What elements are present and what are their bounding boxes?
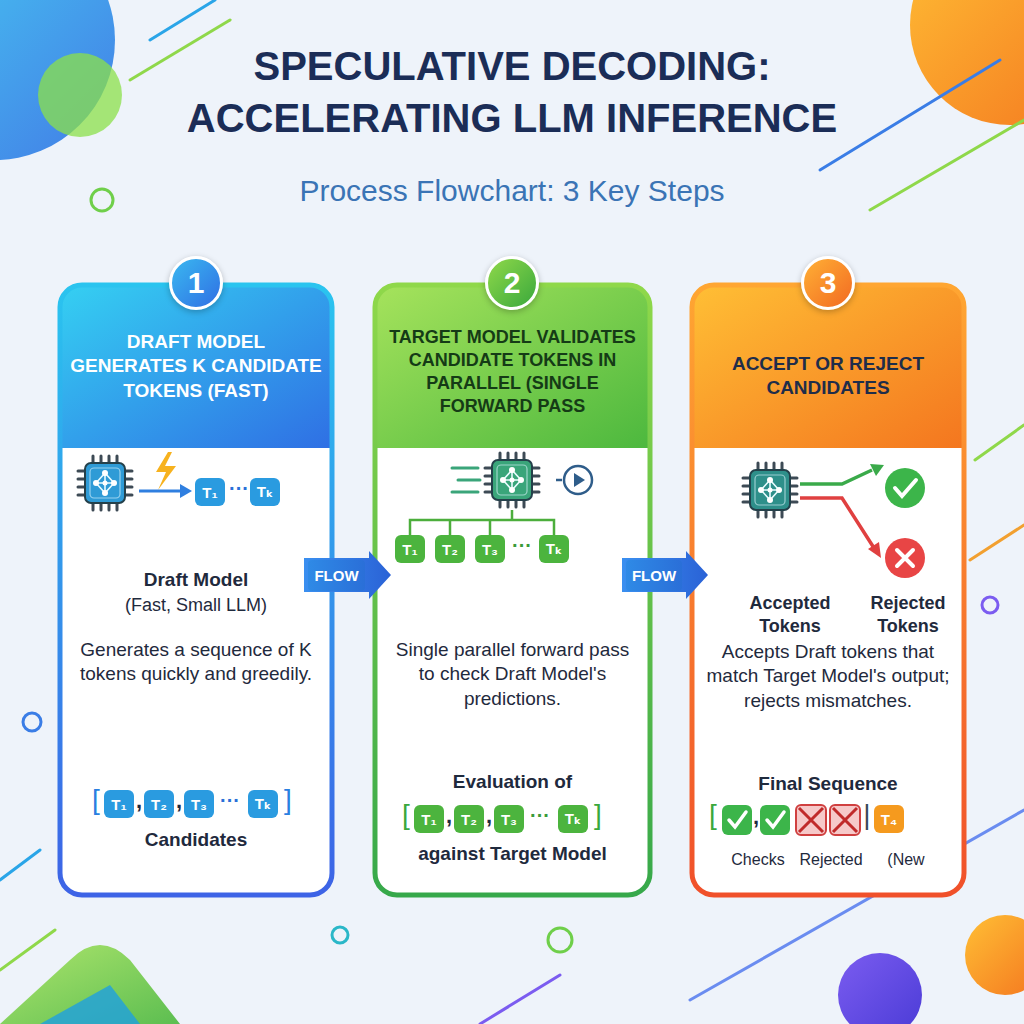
step-text: Evaluation of: [385, 770, 640, 794]
token-label: T₁: [402, 541, 417, 558]
token-label: T₁: [202, 484, 217, 501]
token-chip: T₁: [104, 790, 134, 818]
token-label: T₂: [461, 811, 477, 828]
token-chip: T₃: [494, 805, 524, 833]
token-chip: Tₖ: [250, 478, 280, 506]
flow-label: FLOW: [626, 560, 682, 591]
token-chip: Tₖ: [539, 535, 569, 563]
flow-arrow: [622, 551, 708, 599]
sequence-mark: ]: [280, 786, 296, 814]
step-number: 3: [820, 266, 837, 300]
sequence-mark: ···: [507, 535, 537, 555]
step-text: Candidates: [70, 828, 322, 852]
token-label: T₁: [111, 796, 126, 813]
step-number-badge: 3: [801, 256, 855, 310]
token-label: Tₖ: [565, 810, 581, 828]
token-label: Tₖ: [546, 540, 562, 558]
subtitle: Process Flowchart: 3 Key Steps: [162, 176, 862, 206]
sequence-mark: ···: [525, 805, 555, 825]
step-text: against Target Model: [385, 842, 640, 866]
token-chip: T₂: [435, 535, 465, 563]
step-text: (New: [874, 850, 938, 870]
step-number: 1: [188, 266, 205, 300]
step-text: Final Sequence: [702, 772, 954, 796]
token-chip: T₃: [475, 535, 505, 563]
sequence-mark: ,: [133, 790, 145, 812]
token-chip: T₁: [414, 805, 444, 833]
token-chip: Tₖ: [558, 805, 588, 833]
step-card: ACCEPT OR REJECT CANDIDATES Accepted Toke…: [692, 285, 964, 895]
step-number: 2: [504, 266, 521, 300]
token-label: T₂: [442, 541, 458, 558]
token-chip: T₃: [184, 790, 214, 818]
step-text: (Fast, Small LLM): [70, 594, 322, 617]
token-label: T₄: [881, 811, 897, 828]
step-number-badge: 1: [169, 256, 223, 310]
sequence-mark: [: [705, 801, 721, 829]
token-chip: T₂: [454, 805, 484, 833]
step-text: Checks: [722, 850, 794, 870]
sequence-mark: [: [88, 786, 104, 814]
title: SPECULATIVE DECODING: ACCELERATING LLM I…: [92, 40, 932, 144]
token-chip: T₂: [144, 790, 174, 818]
step-card: TARGET MODEL VALIDATES CANDIDATE TOKENS …: [375, 285, 650, 895]
token-label: T₂: [151, 796, 167, 813]
sequence-mark: ···: [226, 478, 252, 498]
step-text: Single parallel forward pass to check Dr…: [393, 638, 632, 711]
sequence-mark: ···: [215, 790, 245, 810]
token-label: T₁: [421, 811, 436, 828]
step-heading: TARGET MODEL VALIDATES CANDIDATE TOKENS …: [385, 326, 640, 418]
token-label: T₃: [191, 796, 207, 813]
token-chip: Tₖ: [248, 790, 278, 818]
sequence-mark: ,: [751, 806, 761, 828]
step-text: Accepts Draft tokens that match Target M…: [706, 640, 950, 713]
flow-arrow: [304, 551, 391, 599]
token-chip: T₄: [874, 805, 904, 833]
step-text: Rejected Tokens: [856, 592, 960, 638]
step-number-badge: 2: [485, 256, 539, 310]
token-label: Tₖ: [257, 483, 273, 501]
step-text: Draft Model: [70, 568, 322, 592]
token-label: Tₖ: [255, 795, 271, 813]
token-chip: T₁: [195, 478, 225, 506]
sequence-mark: |: [861, 801, 873, 829]
step-text: Accepted Tokens: [728, 592, 852, 638]
token-chip: T₁: [395, 535, 425, 563]
step-heading: ACCEPT OR REJECT CANDIDATES: [702, 352, 954, 401]
token-label: T₃: [501, 811, 517, 828]
step-heading: DRAFT MODEL GENERATES K CANDIDATE TOKENS…: [70, 330, 322, 403]
sequence-mark: ,: [483, 805, 495, 827]
step-text: Rejected: [792, 850, 870, 870]
sequence-mark: ]: [590, 801, 606, 829]
step-text: Generates a sequence of K tokens quickly…: [80, 638, 312, 687]
token-label: T₃: [482, 541, 498, 558]
flow-label: FLOW: [308, 560, 364, 591]
sequence-mark: [: [398, 801, 414, 829]
sequence-mark: ,: [443, 805, 455, 827]
sequence-mark: ,: [173, 790, 185, 812]
